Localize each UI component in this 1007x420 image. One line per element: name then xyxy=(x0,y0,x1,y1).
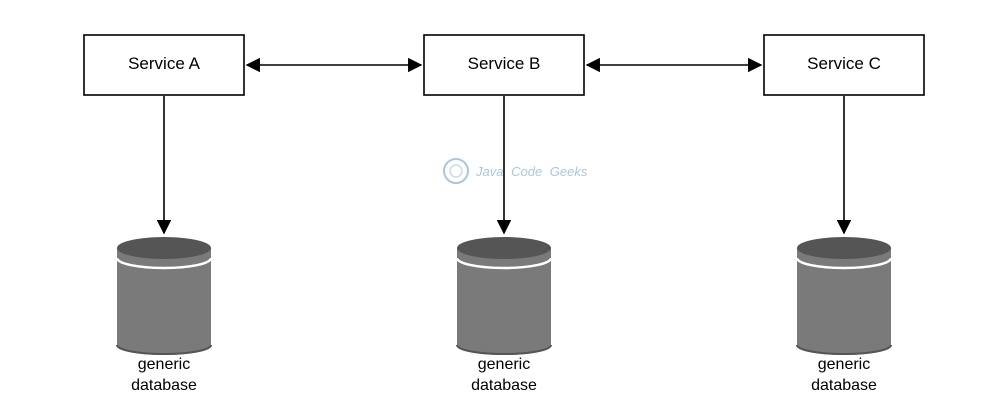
service-c-node[interactable]: Service C xyxy=(763,34,925,96)
watermark-word-3: Geeks xyxy=(550,164,588,179)
watermark-logo: Java Code Geeks xyxy=(443,158,588,184)
database-b-label-line2: database xyxy=(471,377,537,394)
database-c-label-line2: database xyxy=(811,377,877,394)
watermark-circle-icon xyxy=(443,158,469,184)
database-a-label-line2: database xyxy=(131,377,197,394)
watermark-word-1: Java xyxy=(475,164,503,179)
service-b-node[interactable]: Service B xyxy=(423,34,585,96)
database-c-icon[interactable] xyxy=(795,237,893,355)
database-c-label-line1: generic xyxy=(818,356,870,373)
watermark-word-2: Code xyxy=(511,164,542,179)
database-a-label-line1: generic xyxy=(138,356,190,373)
service-c-label: Service C xyxy=(807,54,881,73)
database-a-icon[interactable] xyxy=(115,237,213,355)
service-a-node[interactable]: Service A xyxy=(83,34,245,96)
svg-text:Java Code Geeks: Java Code Geeks xyxy=(475,164,588,179)
database-b-label-line1: generic xyxy=(478,356,530,373)
database-b-icon[interactable] xyxy=(455,237,553,355)
service-b-label: Service B xyxy=(468,54,541,73)
service-a-label: Service A xyxy=(128,54,200,73)
